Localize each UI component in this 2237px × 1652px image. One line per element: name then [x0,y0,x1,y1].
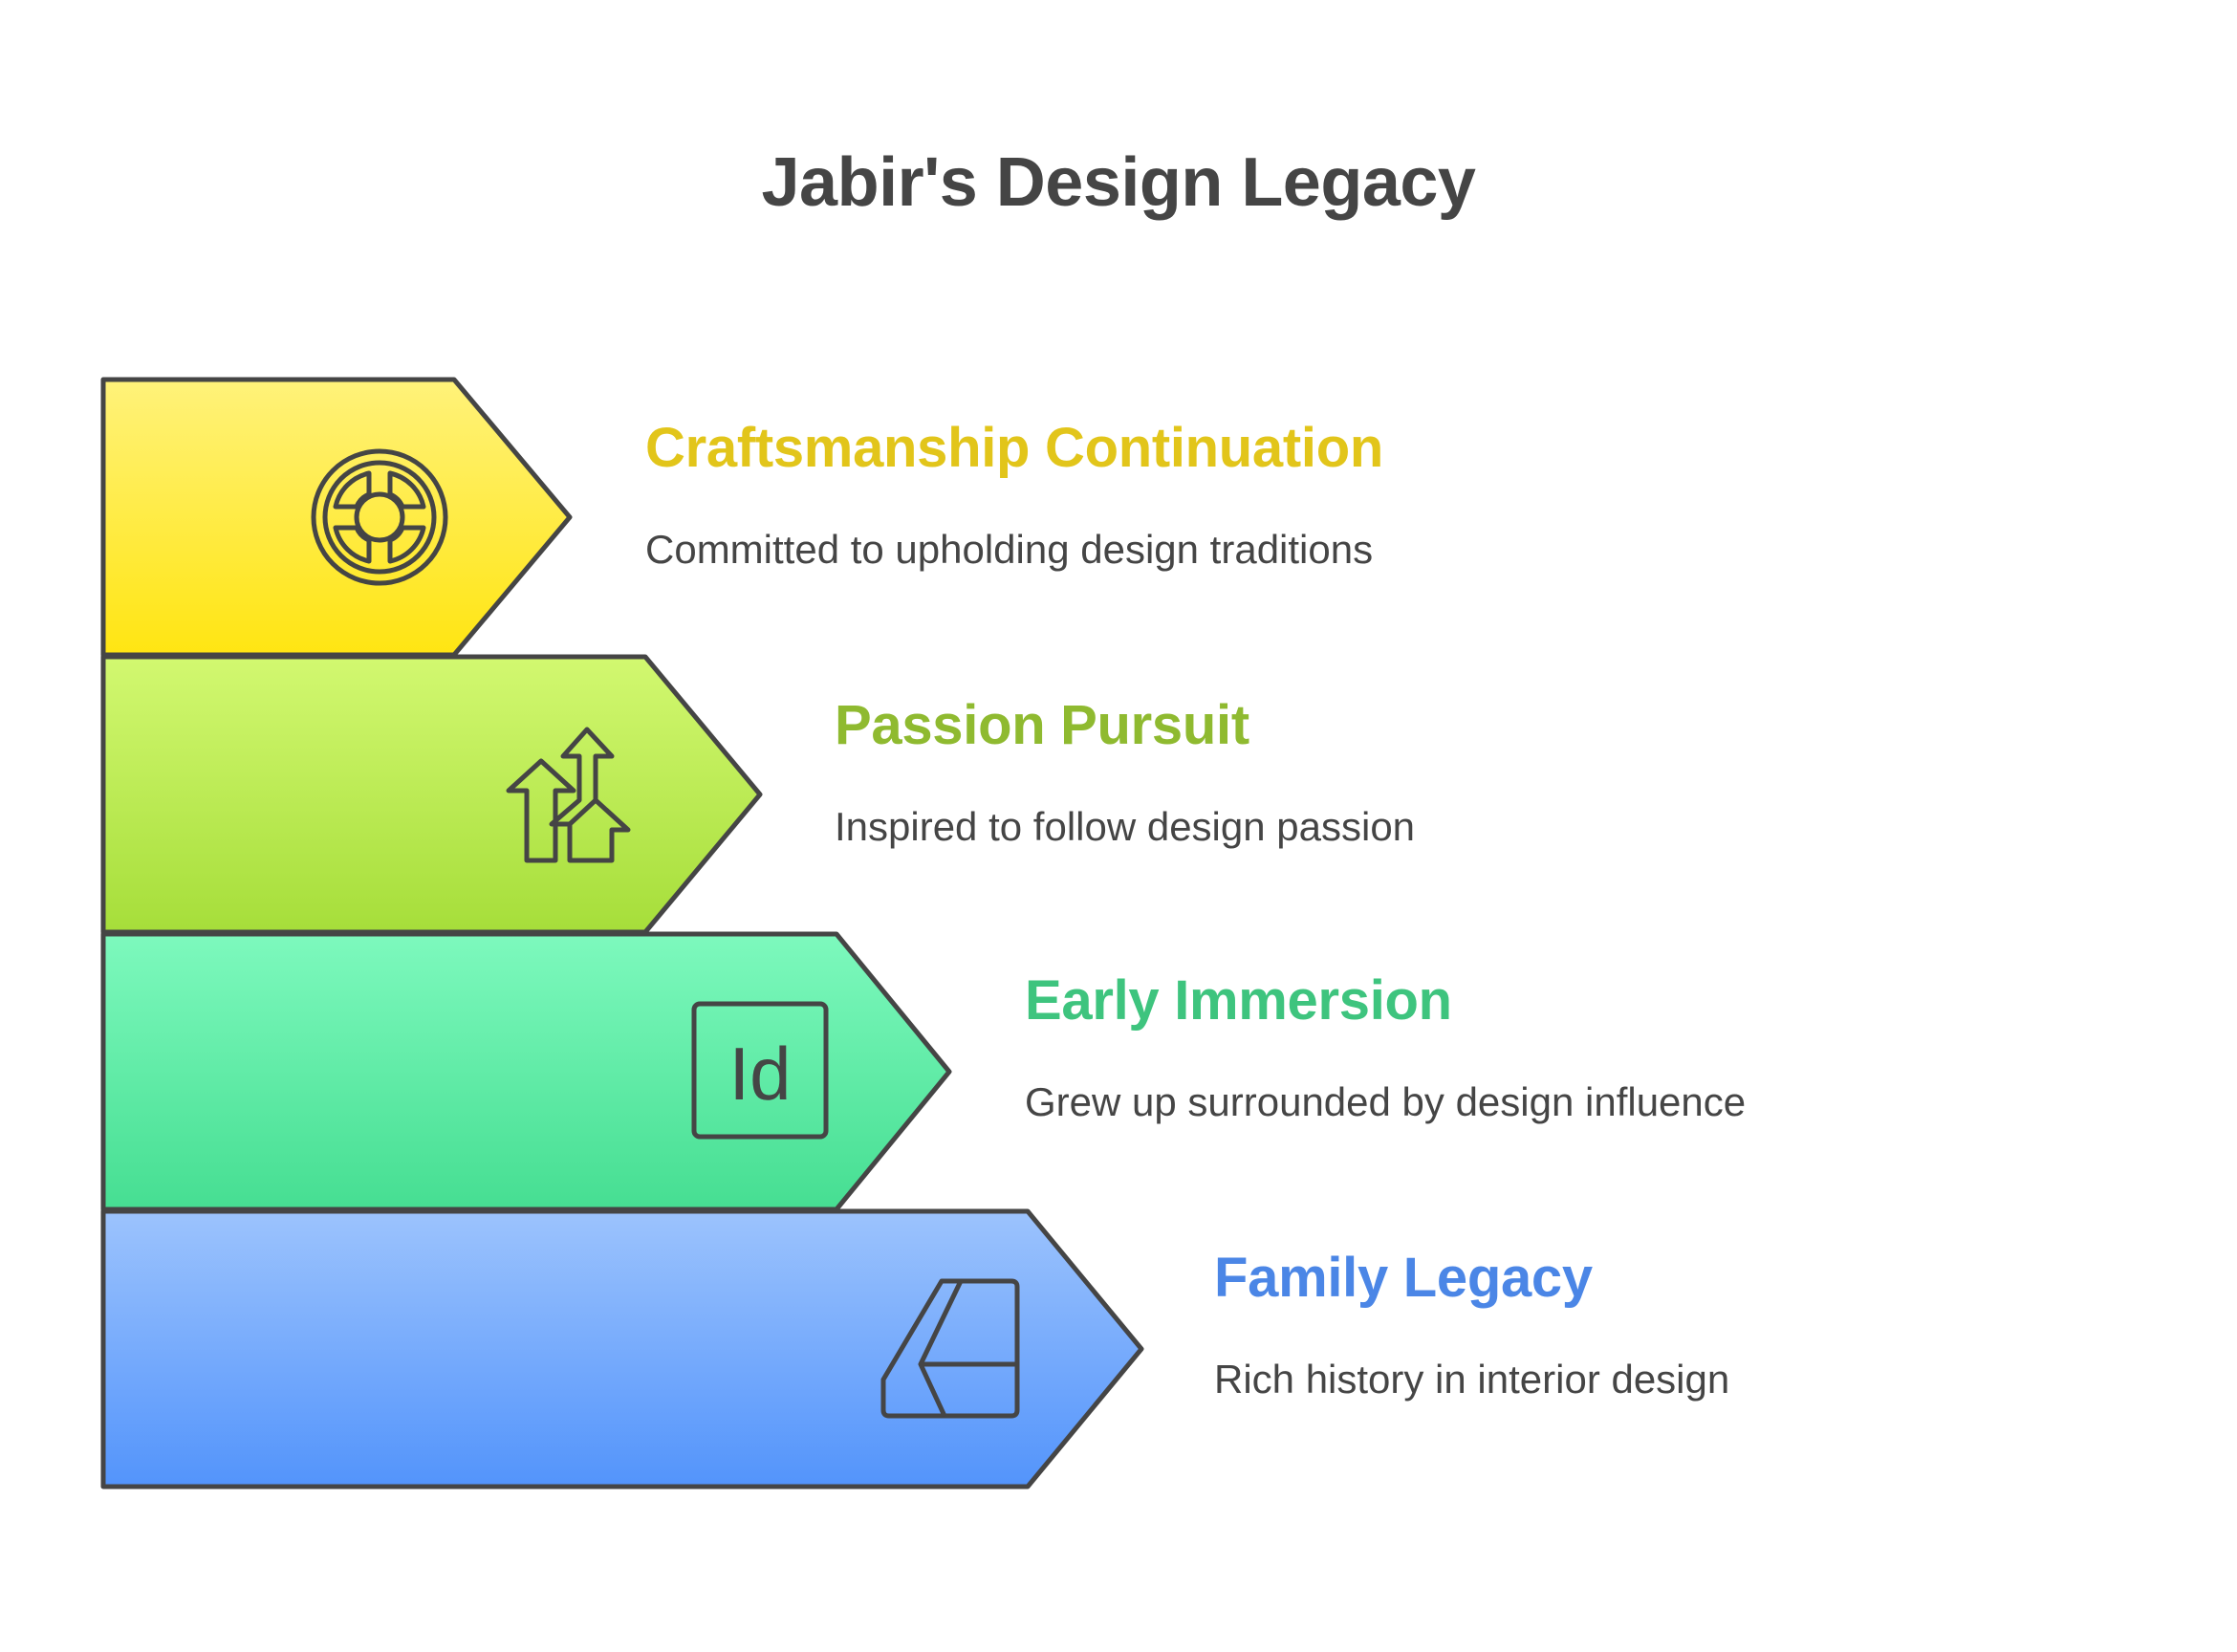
step-description-family-legacy: Rich history in interior design [1214,1357,1730,1402]
step-description-early-immersion: Grew up surrounded by design influence [1025,1079,1747,1124]
step-heading-early-immersion: Early Immersion [1025,969,1452,1032]
step-shape-early-immersion [100,931,952,1212]
compass-target-icon [311,448,448,586]
step-heading-craftsmanship: Craftsmanship Continuation [645,417,1383,479]
step-shape-craftsmanship [100,377,573,658]
svg-text:Id: Id [728,1032,791,1116]
folded-paper-icon [880,1278,1020,1419]
page-title: Jabir's Design Legacy [761,144,1476,221]
growth-arrows-icon [506,727,631,863]
step-description-craftsmanship: Committed to upholding design traditions [645,527,1374,572]
step-shape-family-legacy [100,1208,1144,1489]
indesign-icon: Id [691,1001,829,1140]
step-shape-passion-pursuit [100,654,763,935]
step-heading-family-legacy: Family Legacy [1214,1247,1593,1309]
step-heading-passion-pursuit: Passion Pursuit [835,694,1249,756]
step-description-passion-pursuit: Inspired to follow design passion [835,804,1416,849]
